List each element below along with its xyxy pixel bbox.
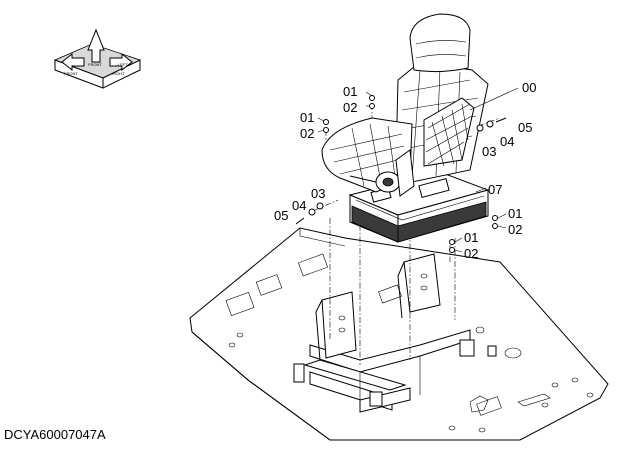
icon-label-front-left: FRONT [64, 71, 78, 76]
cab-floor-plate [189, 227, 609, 441]
callout-05: 05 [274, 208, 288, 223]
callout-05: 05 [518, 120, 532, 135]
orientation-icon: FRONT FRONT RIGHT LEFT [53, 28, 142, 89]
callout-labels: 00 01 02 01 02 05 04 03 07 03 04 05 01 0… [274, 80, 536, 261]
icon-label-left: LEFT [118, 62, 128, 67]
icon-label-front-mid: FRONT [88, 62, 102, 67]
leader-lines [317, 87, 519, 253]
callout-02: 02 [508, 222, 522, 237]
callout-01: 01 [508, 206, 522, 221]
diagram-code: DCYA60007047A [4, 427, 106, 442]
operator-seat [321, 13, 489, 197]
callout-02: 02 [300, 126, 314, 141]
callout-02: 02 [343, 100, 357, 115]
callout-04: 04 [500, 134, 514, 149]
callout-03: 03 [311, 186, 325, 201]
seat-mounting-bracket [293, 253, 497, 413]
callout-00: 00 [522, 80, 536, 95]
seat-suspension [348, 171, 490, 243]
fasteners [295, 95, 507, 253]
callout-07: 07 [488, 182, 502, 197]
callout-01: 01 [343, 84, 357, 99]
callout-02: 02 [464, 246, 478, 261]
icon-label-right: RIGHT [112, 71, 125, 76]
callout-01: 01 [464, 230, 478, 245]
callout-03: 03 [482, 144, 496, 159]
callout-01: 01 [300, 110, 314, 125]
callout-04: 04 [292, 198, 306, 213]
